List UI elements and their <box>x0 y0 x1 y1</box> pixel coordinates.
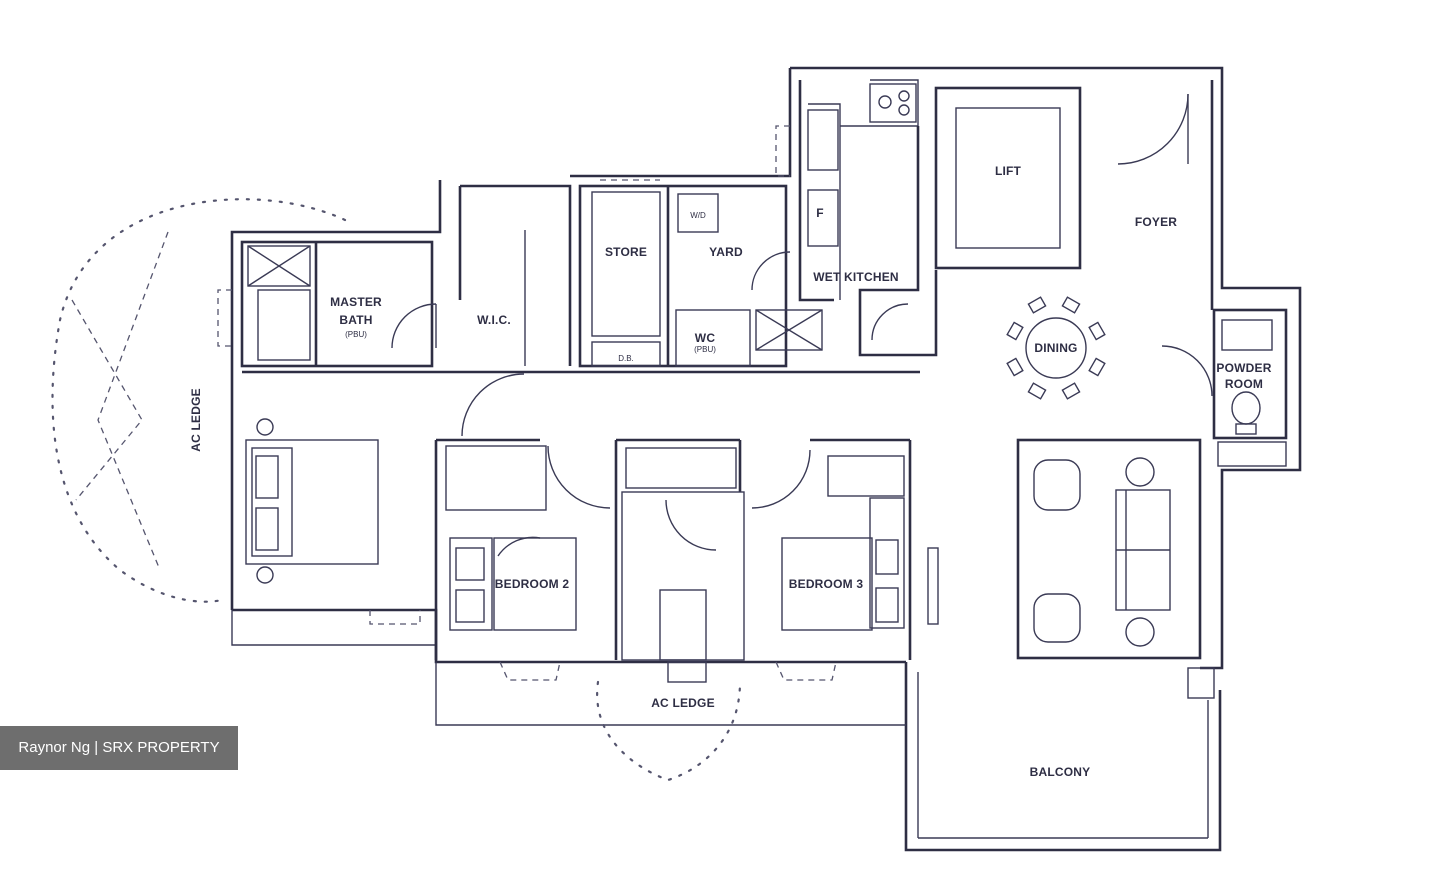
label-wc: WC <box>695 331 716 345</box>
label-yard: YARD <box>709 245 743 259</box>
label-bedroom-2: BEDROOM 2 <box>495 577 570 591</box>
label-master-bath: MASTER <box>330 295 382 309</box>
label-powder-room-2: ROOM <box>1225 377 1263 391</box>
exterior-walls <box>230 66 1302 852</box>
door-swings <box>391 93 1213 557</box>
label-powder-room: POWDER <box>1216 361 1271 375</box>
label-foyer: FOYER <box>1135 215 1177 229</box>
label-store: STORE <box>605 245 647 259</box>
label-wd: W/D <box>690 211 706 220</box>
label-lift: LIFT <box>995 164 1022 178</box>
label-bedroom-3: BEDROOM 3 <box>789 577 864 591</box>
label-master-bath-sub: (PBU) <box>345 330 367 339</box>
label-wic: W.I.C. <box>477 313 511 327</box>
label-db: D.B. <box>618 354 634 363</box>
label-wc-sub: (PBU) <box>694 345 716 354</box>
label-ac-ledge-bottom: AC LEDGE <box>651 696 715 710</box>
watermark: Raynor Ng | SRX PROPERTY <box>0 726 238 770</box>
label-balcony: BALCONY <box>1030 765 1091 779</box>
label-dining: DINING <box>1034 341 1077 355</box>
label-ac-ledge-left: AC LEDGE <box>189 388 203 452</box>
interior-walls <box>240 79 1288 699</box>
label-master-bath-2: BATH <box>339 313 372 327</box>
ac-ledges <box>51 198 742 782</box>
room-labels: LIFT FOYER WET KITCHEN F STORE YARD W/D … <box>189 164 1272 779</box>
dashed-outlines <box>217 125 837 681</box>
label-wet-kitchen: WET KITCHEN <box>813 270 899 284</box>
label-fridge: F <box>816 206 824 220</box>
